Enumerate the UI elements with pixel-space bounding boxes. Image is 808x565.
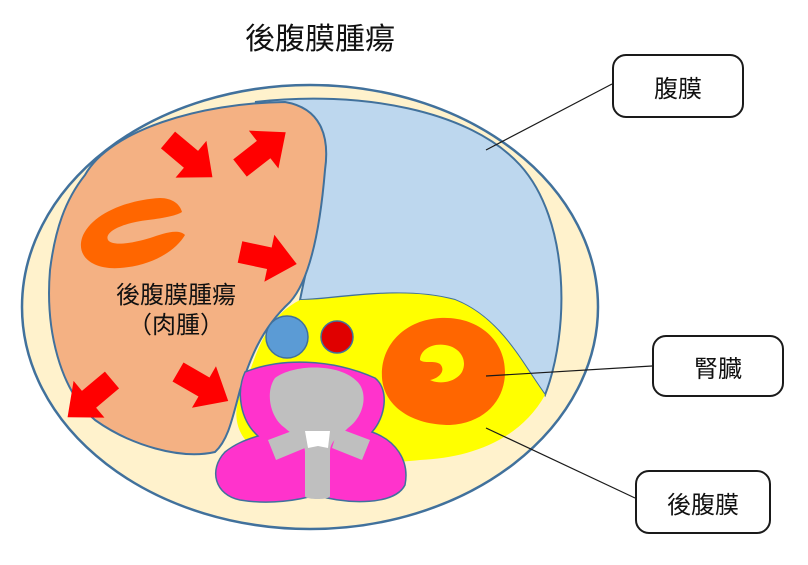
tumor-label: 後腹膜腫瘍 （肉腫） (86, 280, 266, 340)
expansion-arrow-5 (172, 362, 229, 408)
vertebra-spinous-left (268, 428, 305, 460)
expansion-arrow-3 (237, 234, 297, 282)
retroperitoneum-label: 後腹膜 (667, 490, 739, 519)
vessel-red (320, 320, 354, 354)
kidney-leader-line (485, 365, 653, 377)
spinal-canal (305, 431, 330, 448)
tumor-name: 後腹膜腫瘍 (116, 281, 236, 309)
kidney-left (80, 198, 185, 269)
vertebra-spinous-right (332, 428, 370, 460)
retroperitoneum-label-box: 後腹膜 (635, 470, 771, 534)
expansion-arrows (67, 130, 297, 418)
retroperitoneum-leader-line (485, 427, 636, 499)
expansion-arrow-4 (67, 371, 120, 418)
tumor-type: （肉腫） (128, 311, 224, 339)
kidney-label-box: 腎臓 (652, 335, 784, 397)
expansion-arrow-1 (160, 131, 213, 178)
peritoneum-leader-line (485, 83, 613, 151)
expansion-arrow-2 (233, 130, 286, 177)
kidney-label: 腎臓 (694, 354, 742, 383)
peritoneum-label-box: 腹膜 (612, 54, 744, 118)
peritoneum-label: 腹膜 (654, 74, 702, 103)
diagram-title: 後腹膜腫瘍 (245, 22, 395, 57)
vessel-blue (265, 315, 309, 359)
kidney-right (381, 317, 505, 425)
